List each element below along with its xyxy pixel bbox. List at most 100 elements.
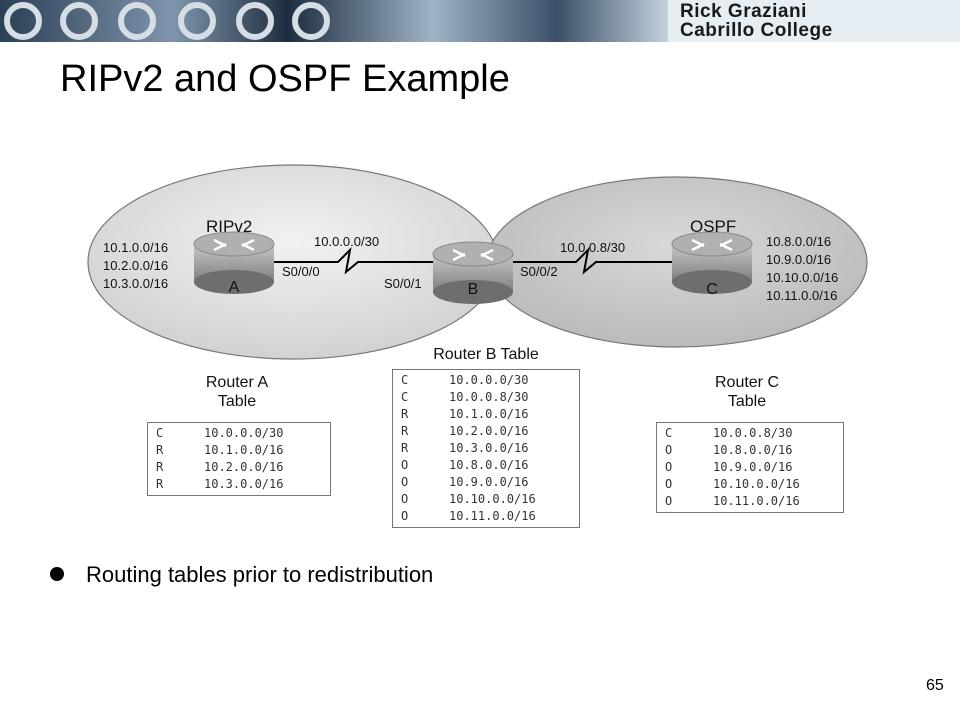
- router-a-icon: [193, 231, 275, 294]
- route-network: 10.1.0.0/16: [449, 407, 529, 421]
- interface-b-s002: S0/0/2: [520, 264, 558, 279]
- rip-network-1: 10.1.0.0/16: [103, 240, 168, 255]
- router-c-table-title: Router C Table: [682, 373, 812, 411]
- serial-link-a-b: [273, 247, 433, 275]
- interface-b-s001: S0/0/1: [384, 276, 422, 291]
- slide-title: RIPv2 and OSPF Example: [60, 58, 510, 100]
- router-a-table-title-line1: Router A: [205, 374, 269, 391]
- route-code: R: [156, 443, 164, 457]
- rip-network-2: 10.2.0.0/16: [103, 258, 168, 273]
- brand-college: Cabrillo College: [680, 20, 833, 41]
- bullet-text: Routing tables prior to redistribution: [86, 562, 434, 587]
- cable-coil-image: [60, 2, 98, 40]
- ospf-network-4: 10.11.0.0/16: [766, 288, 837, 303]
- cable-coil-image: [178, 2, 216, 40]
- table-row: O 10.9.0.0/16: [393, 474, 579, 491]
- route-code: O: [401, 509, 409, 523]
- route-network: 10.1.0.0/16: [204, 443, 284, 457]
- rip-network-3: 10.3.0.0/16: [103, 276, 168, 291]
- link-ab-subnet: 10.0.0.0/30: [314, 234, 379, 249]
- table-row: R 10.3.0.0/16: [393, 440, 579, 457]
- route-code: R: [401, 441, 409, 455]
- route-network: 10.0.0.8/30: [713, 426, 793, 440]
- ospf-network-3: 10.10.0.0/16: [766, 270, 838, 285]
- ospf-network-2: 10.9.0.0/16: [766, 252, 831, 267]
- route-network: 10.10.0.0/16: [713, 477, 800, 491]
- ospf-network-1: 10.8.0.0/16: [766, 234, 831, 249]
- router-b-icon: [432, 241, 514, 304]
- router-c-routing-table: C 10.0.0.8/30 O 10.8.0.0/16 O 10.9.0.0/16 O…: [656, 422, 844, 513]
- cable-coil-image: [292, 2, 330, 40]
- table-row: C 10.0.0.8/30: [657, 425, 843, 442]
- table-row: C 10.0.0.0/30: [393, 372, 579, 389]
- table-row: R 10.1.0.0/16: [393, 406, 579, 423]
- route-network: 10.11.0.0/16: [713, 494, 800, 508]
- route-network: 10.9.0.0/16: [449, 475, 529, 489]
- route-network: 10.2.0.0/16: [449, 424, 529, 438]
- table-row: R 10.3.0.0/16: [148, 476, 330, 493]
- route-code: R: [401, 407, 409, 421]
- router-c-icon: [671, 231, 753, 294]
- brand-author: Rick Graziani: [680, 1, 807, 22]
- route-network: 10.0.0.8/30: [449, 390, 529, 404]
- brand-box: Rick Graziani Cabrillo College: [668, 0, 960, 42]
- route-code: C: [401, 373, 409, 387]
- table-row: C 10.0.0.0/30: [148, 425, 330, 442]
- table-row: R 10.2.0.0/16: [148, 459, 330, 476]
- serial-link-b-c: [512, 247, 672, 275]
- route-code: O: [401, 492, 409, 506]
- route-code: R: [401, 424, 409, 438]
- route-code: C: [665, 426, 673, 440]
- router-a-routing-table: C 10.0.0.0/30 R 10.1.0.0/16 R 10.2.0.0/16 R…: [147, 422, 331, 496]
- route-code: O: [401, 458, 409, 472]
- route-code: R: [156, 460, 164, 474]
- route-code: C: [156, 426, 164, 440]
- route-code: O: [665, 443, 673, 457]
- link-bc-subnet: 10.0.0.8/30: [560, 240, 625, 255]
- table-row: C 10.0.0.8/30: [393, 389, 579, 406]
- route-network: 10.10.0.0/16: [449, 492, 536, 506]
- router-c-label: C: [706, 281, 718, 298]
- table-row: O 10.9.0.0/16: [657, 459, 843, 476]
- route-code: O: [665, 477, 673, 491]
- table-row: O 10.10.0.0/16: [657, 476, 843, 493]
- cable-coil-image: [236, 2, 274, 40]
- route-network: 10.11.0.0/16: [449, 509, 536, 523]
- route-code: R: [156, 477, 164, 491]
- route-network: 10.9.0.0/16: [713, 460, 793, 474]
- bullet-dot-icon: [50, 567, 64, 581]
- route-code: O: [665, 460, 673, 474]
- table-row: O 10.11.0.0/16: [657, 493, 843, 510]
- router-b-routing-table: C 10.0.0.0/30 C 10.0.0.8/30 R 10.1.0.0/16 R…: [392, 369, 580, 528]
- route-network: 10.8.0.0/16: [713, 443, 793, 457]
- cable-coil-image: [118, 2, 156, 40]
- page-number: 65: [926, 677, 944, 694]
- router-b-label: B: [468, 281, 479, 298]
- route-code: O: [665, 494, 673, 508]
- table-row: R 10.2.0.0/16: [393, 423, 579, 440]
- router-a-label: A: [229, 279, 240, 296]
- route-network: 10.0.0.0/30: [449, 373, 529, 387]
- route-network: 10.3.0.0/16: [449, 441, 529, 455]
- ripv2-label: RIPv2: [206, 217, 252, 236]
- table-row: O 10.10.0.0/16: [393, 491, 579, 508]
- route-network: 10.0.0.0/30: [204, 426, 284, 440]
- route-network: 10.2.0.0/16: [204, 460, 284, 474]
- table-row: O 10.11.0.0/16: [393, 508, 579, 525]
- route-code: O: [401, 475, 409, 489]
- ospf-label: OSPF: [690, 217, 736, 236]
- cable-coil-image: [4, 2, 42, 40]
- route-code: C: [401, 390, 409, 404]
- table-row: R 10.1.0.0/16: [148, 442, 330, 459]
- router-a-table-title: Router A Table: [172, 373, 302, 411]
- router-a-table-title-line2: Table: [217, 393, 257, 410]
- route-network: 10.3.0.0/16: [204, 477, 284, 491]
- router-b-table-title: Router B Table: [433, 346, 539, 363]
- table-row: O 10.8.0.0/16: [657, 442, 843, 459]
- router-c-table-title-line2: Table: [727, 393, 767, 410]
- router-c-table-title-line1: Router C: [714, 374, 780, 391]
- interface-a-s000: S0/0/0: [282, 264, 320, 279]
- header-banner: Rick Graziani Cabrillo College: [0, 0, 960, 42]
